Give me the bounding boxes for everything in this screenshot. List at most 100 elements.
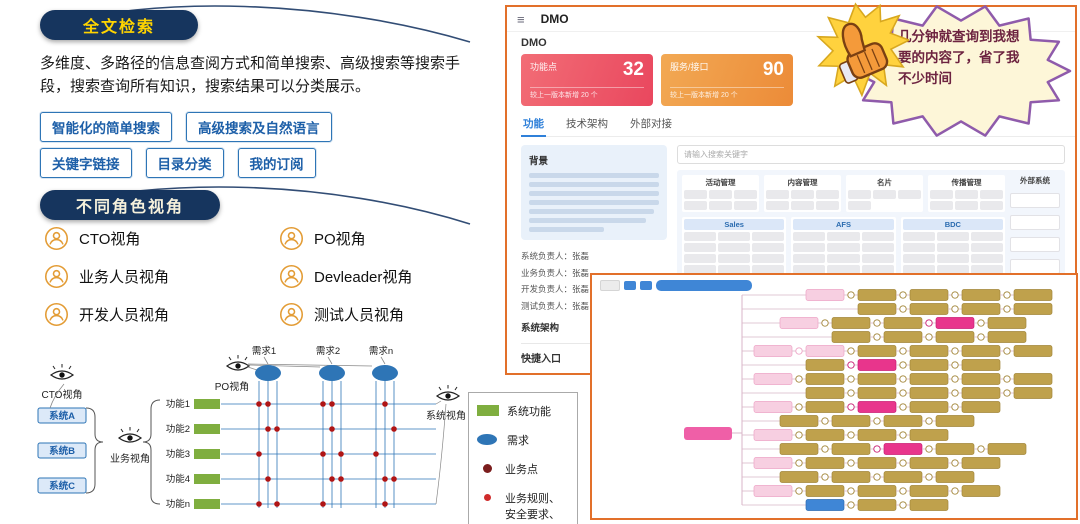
board-chip bbox=[752, 265, 785, 274]
menu-icon[interactable]: ≡ bbox=[517, 11, 525, 27]
board-chip bbox=[734, 201, 757, 210]
tree-connector bbox=[925, 319, 933, 327]
business-point-dot bbox=[338, 476, 344, 482]
toolbar-button[interactable] bbox=[624, 281, 636, 290]
toolbar-button[interactable] bbox=[640, 281, 652, 290]
po-link bbox=[247, 364, 321, 368]
board-chip bbox=[902, 243, 935, 252]
tree-node bbox=[883, 443, 923, 455]
board-group: 活动管理 bbox=[682, 175, 759, 212]
tree-connector bbox=[977, 445, 985, 453]
tree-node bbox=[935, 415, 975, 427]
tree-node bbox=[753, 345, 793, 357]
tree-connector bbox=[873, 417, 881, 425]
board-chip bbox=[793, 265, 826, 274]
tree-node bbox=[883, 415, 923, 427]
app-topbar: ≡ DMO bbox=[507, 7, 1075, 32]
section-title-roles: 不同角色视角 bbox=[40, 190, 220, 220]
space-label: DMO bbox=[521, 37, 547, 49]
section-body-text: 多维度、多路径的信息查阅方式和简单搜索、高级搜索等搜索手段，搜索查询所有知识，搜… bbox=[40, 55, 461, 96]
testimonial-text: 几分钟就查询到我想要的内容了，省了我不少时间 bbox=[898, 29, 1020, 86]
eye-lash bbox=[244, 356, 248, 361]
tree-node bbox=[909, 457, 949, 469]
view-label: 业务视角 bbox=[110, 452, 150, 465]
tree-connector bbox=[873, 445, 881, 453]
role-label: 业务人员视角 bbox=[79, 269, 170, 286]
card-caption: 较上一版本新增 20 个 bbox=[670, 87, 784, 100]
person-icon bbox=[279, 226, 304, 251]
external-system-chip bbox=[1010, 215, 1060, 230]
search-input[interactable] bbox=[677, 145, 1065, 164]
tree-connector bbox=[795, 347, 803, 355]
board-chip bbox=[734, 190, 757, 199]
board-chip bbox=[766, 201, 789, 210]
tree-node bbox=[857, 303, 897, 315]
system-label: 系统A bbox=[49, 410, 75, 422]
business-point-dot bbox=[265, 426, 271, 432]
person-icon bbox=[279, 264, 304, 289]
board-section-header: Sales bbox=[684, 219, 785, 230]
board-chip bbox=[827, 254, 860, 263]
toolbar-button[interactable] bbox=[600, 280, 620, 291]
tree-connector bbox=[795, 431, 803, 439]
owner-row: 业务负责人：张磊 bbox=[521, 267, 590, 278]
tree-node bbox=[1013, 345, 1053, 357]
red-dot-glyph bbox=[484, 494, 491, 501]
business-point-dot bbox=[382, 476, 388, 482]
tree-node bbox=[909, 401, 949, 413]
tree-node bbox=[935, 471, 975, 483]
tree-node bbox=[883, 331, 923, 343]
board-chip bbox=[718, 265, 751, 274]
board-chip bbox=[718, 254, 751, 263]
tree-connector bbox=[1003, 305, 1011, 313]
tab-技术架构[interactable]: 技术架构 bbox=[566, 118, 608, 130]
tree-connector bbox=[951, 305, 959, 313]
board-chip bbox=[791, 190, 814, 199]
tree-connector bbox=[847, 501, 855, 509]
board-rail-header: 外部系统 bbox=[1020, 176, 1050, 185]
business-point-dot bbox=[274, 426, 280, 432]
tree-node bbox=[753, 485, 793, 497]
dark-dot-glyph bbox=[483, 464, 492, 473]
green-rect-glyph bbox=[477, 405, 499, 416]
tree-node bbox=[857, 401, 897, 413]
tree-connector bbox=[847, 403, 855, 411]
board-chip bbox=[936, 254, 969, 263]
function-label: 功能2 bbox=[166, 423, 190, 435]
board-chip bbox=[902, 232, 935, 241]
eye-lash bbox=[120, 428, 124, 433]
function-block bbox=[194, 399, 220, 409]
tree-connector bbox=[925, 417, 933, 425]
business-point-dot bbox=[382, 401, 388, 407]
tree-connector bbox=[1003, 347, 1011, 355]
card-value: 90 bbox=[762, 59, 784, 80]
tab-功能[interactable]: 功能 bbox=[521, 114, 546, 137]
feature-tag: 我的订阅 bbox=[237, 148, 316, 178]
tab-外部对接[interactable]: 外部对接 bbox=[630, 118, 672, 130]
tree-node bbox=[805, 289, 845, 301]
skeleton-line bbox=[529, 227, 605, 232]
board-chip bbox=[827, 243, 860, 252]
tree-connector bbox=[847, 347, 855, 355]
eye-lash bbox=[68, 365, 72, 370]
tree-node bbox=[831, 443, 871, 455]
legend-item: 业务规则、安全要求、服务、模型等 bbox=[477, 490, 569, 524]
tree-connector bbox=[951, 375, 959, 383]
thumb-glove bbox=[838, 22, 889, 84]
tree-node bbox=[805, 429, 845, 441]
tree-node bbox=[961, 359, 1001, 371]
person-icon bbox=[44, 302, 69, 327]
tree-connector bbox=[899, 487, 907, 495]
tree-connector bbox=[951, 347, 959, 355]
tree-connector bbox=[899, 501, 907, 509]
tree-node bbox=[961, 345, 1001, 357]
traceability-matrix-diagram: 功能1功能2功能3功能4功能n系统A系统B系统CCTO视角业务视角PO视角系统视… bbox=[37, 345, 466, 510]
role-item: CTO视角 bbox=[44, 226, 279, 251]
tree-connector bbox=[795, 459, 803, 467]
tree-connector bbox=[899, 459, 907, 467]
tree-node bbox=[805, 373, 845, 385]
sys-link bbox=[435, 403, 447, 505]
tree-node bbox=[961, 289, 1001, 301]
